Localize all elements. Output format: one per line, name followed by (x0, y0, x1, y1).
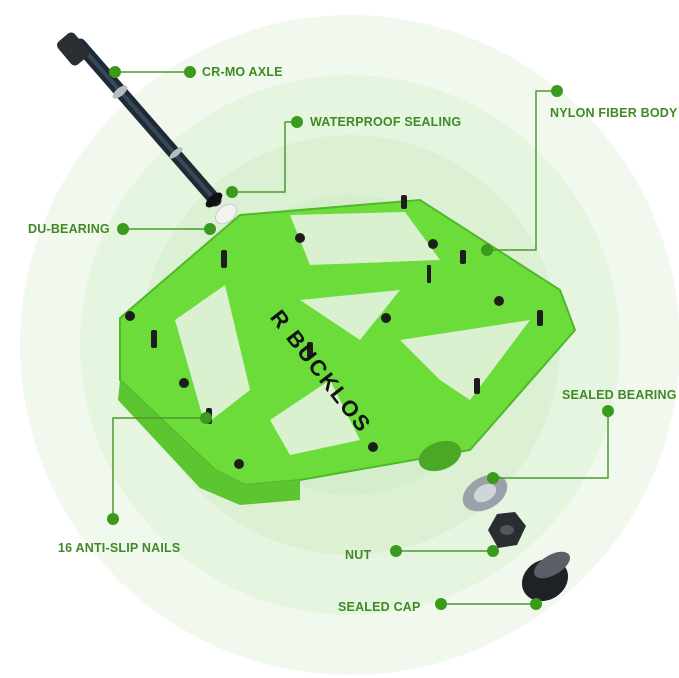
callout-nut: NUT (345, 548, 372, 562)
sealed-bearing-icon (462, 474, 508, 512)
axle-icon (56, 32, 238, 225)
pedal-body-icon (118, 195, 577, 505)
callout-anti-slip-nails: 16 ANTI-SLIP NAILS (58, 541, 181, 555)
callout-sealed-bearing: SEALED BEARING (562, 388, 677, 402)
callout-sealed-cap: SEALED CAP (338, 600, 421, 614)
callout-waterproof-sealing: WATERPROOF SEALING (310, 115, 462, 129)
nut-icon (488, 512, 526, 548)
sealed-cap-icon (521, 551, 571, 602)
callout-nylon-fiber-body: NYLON FIBER BODY (550, 106, 678, 120)
callout-cr-mo-axle: CR-MO AXLE (202, 65, 283, 79)
callout-du-bearing: DU-BEARING (28, 222, 110, 236)
